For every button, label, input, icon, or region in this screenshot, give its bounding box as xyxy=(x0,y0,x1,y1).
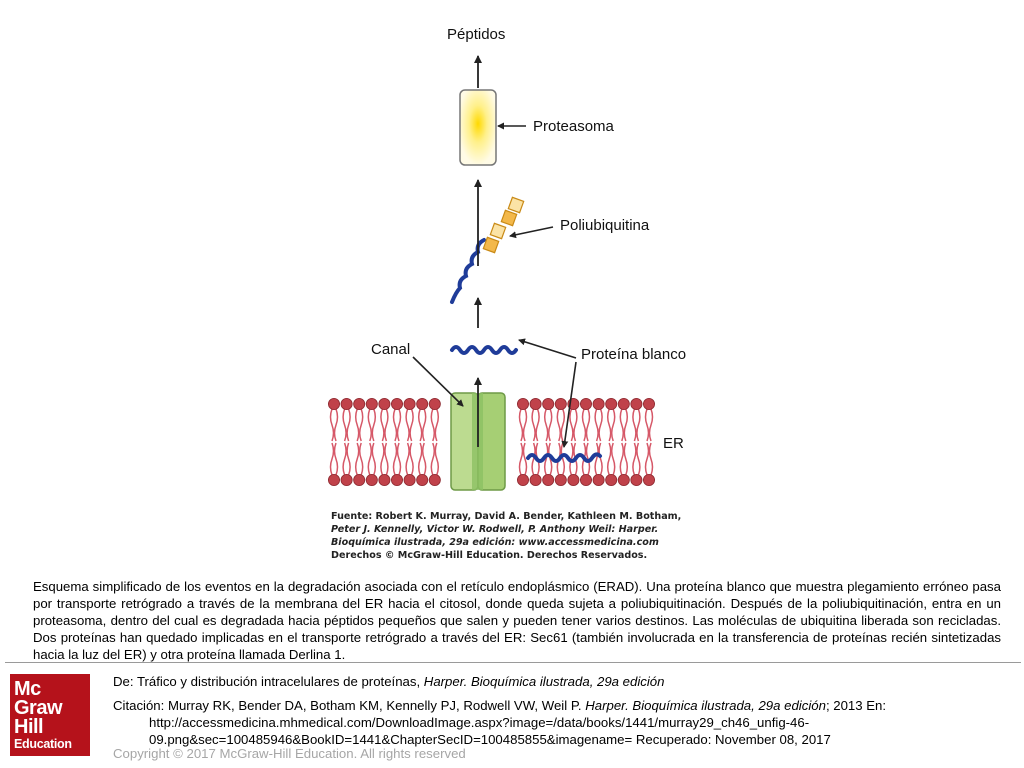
label-er: ER xyxy=(663,435,684,452)
source-line-2: Peter J. Kennelly, Victor W. Rodwell, P.… xyxy=(331,524,658,535)
source-line-4: Derechos © McGraw-Hill Education. Derech… xyxy=(331,550,647,561)
divider xyxy=(5,662,1021,663)
source-credit: Fuente: Robert K. Murray, David A. Bende… xyxy=(331,511,681,561)
logo-line-1: Mc xyxy=(14,678,41,700)
erad-diagram: Péptidos Proteasoma Poliubiquitina Canal… xyxy=(327,26,686,561)
mcgraw-hill-logo: Mc Graw Hill Education xyxy=(10,674,90,756)
proteasome xyxy=(459,89,497,166)
citation-title: Harper. Bioquímica ilustrada, 29a edició… xyxy=(585,698,826,713)
logo-line-4: Education xyxy=(14,737,72,751)
logo-line-2: Graw xyxy=(14,697,63,719)
source-line-3: Bioquímica ilustrada, 29a edición: www.a… xyxy=(331,536,659,548)
source-line-1: Fuente: Robert K. Murray, David A. Bende… xyxy=(331,511,681,522)
reference-from-title: Harper. Bioquímica ilustrada, 29a edició… xyxy=(423,674,665,689)
er-membrane xyxy=(327,397,656,486)
copyright-notice: Copyright © 2017 McGraw-Hill Education. … xyxy=(113,746,466,761)
label-target-protein: Proteína blanco xyxy=(581,346,686,363)
logo-line-3: Hill xyxy=(14,716,44,738)
figure-caption: Esquema simplificado de los eventos en l… xyxy=(33,579,1001,662)
reference-from: De: Tráfico y distribución intracelulare… xyxy=(113,674,664,689)
target-protein-in-membrane xyxy=(526,452,602,463)
reference-citation: Citación: Murray RK, Bender DA, Botham K… xyxy=(113,697,1003,748)
ubiquitinated-protein xyxy=(450,238,486,304)
label-polyubiquitin: Poliubiquitina xyxy=(560,217,650,234)
target-protein-cytosol xyxy=(450,345,518,355)
citation-url: http://accessmedicina.mhmedical.com/Down… xyxy=(149,715,831,747)
ubiquitin-chain xyxy=(482,196,525,254)
label-pointers xyxy=(412,122,577,448)
label-peptides: Péptidos xyxy=(447,26,505,43)
citation-prefix: Citación: Murray RK, Bender DA, Botham K… xyxy=(113,698,586,713)
label-proteasome: Proteasoma xyxy=(533,118,615,135)
citation-suffix: ; 2013 En: xyxy=(825,698,887,713)
label-channel: Canal xyxy=(371,341,410,358)
reference-from-prefix: De: Tráfico y distribución intracelulare… xyxy=(113,674,424,689)
